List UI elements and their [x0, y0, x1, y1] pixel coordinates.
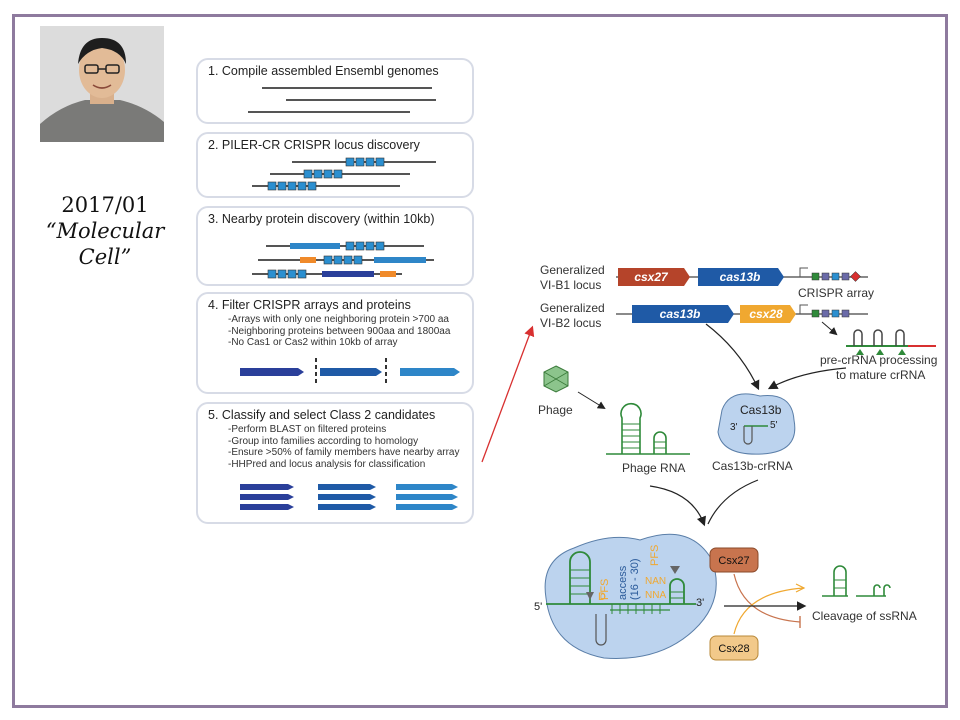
cas13b-gene-b1 — [698, 268, 784, 286]
locus-b1-label-line2: VI-B1 locus — [540, 278, 601, 292]
step-5-bullet: -Ensure >50% of family members have near… — [228, 447, 460, 458]
workflow-step-4: 4. Filter CRISPR arrays and proteins -Ar… — [196, 292, 474, 394]
portrait-photo — [40, 26, 164, 142]
phage-icon — [543, 365, 569, 393]
cas13b-gene-label-b1: cas13b — [720, 270, 761, 284]
journal-name-line1: “Molecular — [45, 219, 165, 243]
csx28-gene-label: csx28 — [749, 307, 783, 321]
cas13b-gene-label-b2: cas13b — [660, 307, 701, 321]
pfs-left-label: PFS — [599, 579, 611, 600]
filtered-protein-arrows — [240, 358, 460, 386]
workflow-step-3: 3. Nearby protein discovery (within 10kb… — [196, 206, 474, 286]
workflow-step-5: 5. Classify and select Class 2 candidate… — [196, 402, 474, 524]
class2-candidate-arrows — [240, 484, 458, 510]
pre-crrna-hairpins — [846, 329, 936, 355]
step-4-bullet: -No Cas1 or Cas2 within 10kb of array — [228, 337, 398, 348]
cas13b-crrna-label: Cas13b-crRNA — [712, 459, 793, 473]
phage-label: Phage — [538, 403, 573, 417]
step-4-bullet: -Neighboring proteins between 900aa and … — [228, 325, 451, 337]
cleavage-label: Cleavage of ssRNA — [812, 609, 917, 623]
publication-caption: 2017/01 “Molecular Cell” — [30, 192, 180, 270]
step-5-bullet: -Perform BLAST on filtered proteins — [228, 424, 387, 435]
nan-label: NAN — [645, 576, 666, 587]
csx27-inhibition — [733, 573, 801, 623]
cleaved-rna-fragments — [822, 565, 891, 597]
csx27-gene-label: csx27 — [634, 270, 669, 284]
slide-frame — [12, 14, 948, 708]
crispr-locus-lines — [252, 157, 436, 191]
promoter-arrow-b2 — [799, 304, 808, 314]
csx28-protein — [709, 635, 759, 661]
cas13b-five-prime: 5' — [770, 420, 778, 431]
cas13b-label: Cas13b — [740, 403, 782, 417]
workflow-step-1: 1. Compile assembled Ensembl genomes — [196, 58, 474, 124]
crispr-array-b1 — [811, 271, 861, 282]
publication-date: 2017/01 — [61, 193, 149, 217]
step-2-title: 2. PILER-CR CRISPR locus discovery — [208, 138, 420, 152]
step-5-bullet: -HHPred and locus analysis for classific… — [228, 458, 426, 470]
csx27-gene — [618, 268, 690, 286]
target-rna-structure — [546, 551, 696, 614]
protein-discovery-lines — [252, 241, 434, 279]
cas13b-three-prime: 3' — [730, 422, 738, 433]
pfs-right-label: PFS — [649, 545, 661, 566]
csx28-gene — [740, 305, 796, 323]
step-5-title: 5. Classify and select Class 2 candidate… — [208, 408, 436, 422]
crispr-array-b2 — [811, 309, 850, 318]
csx28-protein-label: Csx28 — [718, 643, 749, 655]
phage-rna-label: Phage RNA — [622, 461, 685, 475]
promoter-arrow-b1 — [799, 267, 808, 277]
locus-b2-label-line2: VI-B2 locus — [540, 316, 601, 330]
csx27-protein — [709, 547, 759, 573]
target-three-prime: 3' — [696, 597, 704, 609]
cas13b-gene-b2 — [632, 305, 734, 323]
step-1-title: 1. Compile assembled Ensembl genomes — [208, 64, 439, 78]
access-range-label: (16 - 30) — [629, 558, 641, 600]
processing-label-line2: to mature crRNA — [836, 368, 925, 382]
step-4-title: 4. Filter CRISPR arrays and proteins — [208, 298, 411, 312]
nna-label: NNA — [645, 590, 666, 601]
processing-label-line1: pre-crRNA processing — [820, 353, 937, 367]
target-five-prime: 5' — [534, 601, 542, 613]
csx27-protein-label: Csx27 — [718, 555, 749, 567]
cas13b-crrna-complex — [717, 393, 796, 455]
workflow-step-2: 2. PILER-CR CRISPR locus discovery — [196, 132, 474, 198]
crispr-array-label: CRISPR array — [798, 286, 874, 300]
phage-rna-structure — [606, 402, 690, 455]
locus-b2-label-line1: Generalized — [540, 301, 605, 315]
access-label: access — [617, 565, 629, 600]
step-4-bullet: -Arrays with only one neighboring protei… — [228, 314, 449, 325]
connector-arrow — [481, 325, 535, 463]
csx28-activation — [733, 587, 805, 635]
pfs-d-label: D — [598, 591, 606, 603]
journal-name-line2: Cell” — [78, 245, 132, 269]
step-3-title: 3. Nearby protein discovery (within 10kb… — [208, 212, 435, 226]
step-5-bullet: -Group into families according to homolo… — [228, 435, 419, 447]
locus-b1-label-line1: Generalized — [540, 263, 605, 277]
